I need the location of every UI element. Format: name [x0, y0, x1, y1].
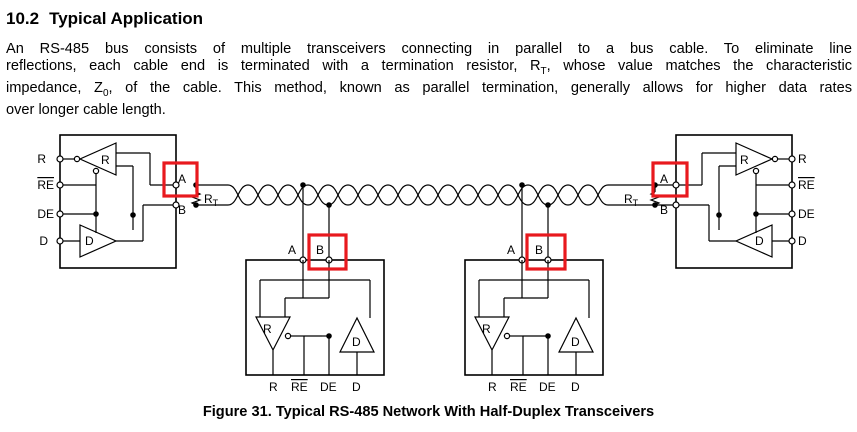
- pin-label-de: DE: [798, 207, 815, 221]
- bus-label-a: A: [660, 172, 668, 186]
- receiver-symbol: [78, 142, 117, 176]
- highlight-box-bottom2-b: [525, 233, 567, 271]
- rs485-network-diagram: R RE DE D R D A B RT R RE DE D R D A B R…: [37, 134, 815, 394]
- receiver-symbol: [474, 316, 510, 352]
- bus-label-b: B: [316, 243, 324, 257]
- pin-label-de: DE: [37, 207, 54, 221]
- bus-cable: [196, 184, 676, 206]
- bus-label-b: B: [660, 203, 668, 217]
- paragraph-line-3: impedance, Z0, of the cable. This method…: [6, 80, 852, 102]
- resistor-label-sub: T: [213, 198, 219, 208]
- paragraph-text: , whose value matches the characteristic: [546, 57, 852, 74]
- pin-label-re: RE: [37, 178, 54, 192]
- pin-label-r: R: [37, 152, 46, 166]
- section-title: Typical Application: [49, 9, 204, 28]
- resistor-label-main: R: [624, 192, 633, 206]
- bus-label-b: B: [535, 243, 543, 257]
- pin-label-r: R: [488, 380, 497, 394]
- highlight-box-left-a: [162, 161, 199, 198]
- pin-label-re: RE: [291, 380, 308, 394]
- highlight-box-right-a: [651, 161, 689, 198]
- paragraph-text: reflections, each cable end is terminate…: [6, 57, 541, 74]
- pin-label-de: DE: [539, 380, 556, 394]
- receiver-symbol: [255, 316, 291, 352]
- bus-label-a: A: [507, 243, 515, 257]
- resistor-label-main: R: [204, 192, 213, 206]
- driver-label: D: [352, 335, 361, 349]
- driver-symbol: [734, 224, 773, 258]
- subscript: 0: [102, 87, 109, 99]
- pin-label-d: D: [39, 234, 48, 248]
- driver-label: D: [755, 234, 764, 248]
- receiver-label: R: [263, 322, 272, 336]
- receiver-label: R: [482, 322, 491, 336]
- section-heading: 10.2 Typical Application: [6, 9, 203, 29]
- bus-label-b: B: [178, 203, 186, 217]
- pin-label-d: D: [798, 234, 807, 248]
- transceiver-left: [56, 134, 202, 269]
- resistor-label-sub: T: [633, 198, 639, 208]
- figure-caption: Figure 31. Typical RS-485 Network With H…: [202, 404, 655, 420]
- paragraph-text: impedance, Z: [6, 79, 103, 96]
- receiver-label: R: [101, 153, 110, 167]
- receiver-label: R: [740, 153, 749, 167]
- paragraph-line-4: over longer cable length.: [6, 102, 166, 119]
- paragraph-line-2: reflections, each cable end is terminate…: [6, 58, 852, 80]
- body-paragraph: An RS-485 bus consists of multiple trans…: [6, 41, 852, 119]
- bus-label-a: A: [288, 243, 296, 257]
- resistor-label: RT: [204, 192, 219, 208]
- pin-label-d: D: [352, 380, 361, 394]
- driver-label: D: [571, 335, 580, 349]
- highlight-boxes: [162, 161, 689, 271]
- pin-label-re: RE: [510, 380, 527, 394]
- paragraph-text: , of the cable. This method, known as pa…: [108, 79, 853, 96]
- receiver-symbol: [735, 142, 774, 176]
- pin-label-de: DE: [320, 380, 337, 394]
- resistor-label: RT: [624, 192, 639, 208]
- paragraph-line-1: An RS-485 bus consists of multiple trans…: [6, 41, 852, 57]
- transceiver-bottom-2: [464, 182, 604, 376]
- bus-label-a: A: [178, 172, 186, 186]
- pin-label-d: D: [571, 380, 580, 394]
- section-number: 10.2: [6, 9, 40, 28]
- pin-label-re: RE: [798, 178, 815, 192]
- pin-label-r: R: [798, 152, 807, 166]
- transceiver-right: [649, 134, 796, 269]
- pin-label-r: R: [269, 380, 278, 394]
- highlight-box-bottom1-b: [307, 233, 348, 271]
- driver-label: D: [85, 234, 94, 248]
- subscript: T: [540, 65, 547, 77]
- transceiver-bottom-1: [245, 182, 385, 376]
